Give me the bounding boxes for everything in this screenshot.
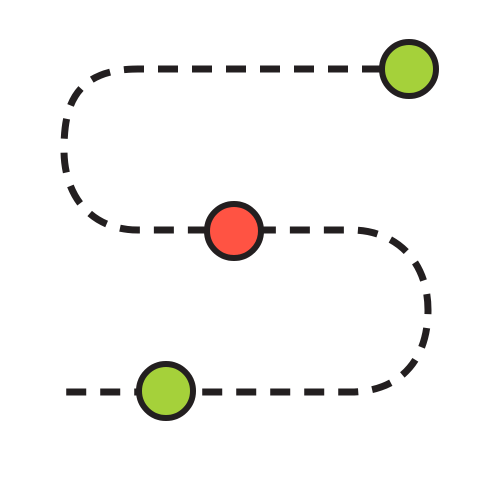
middle-node-red-circle[interactable] [204,201,264,261]
start-node-green-circle[interactable] [136,361,196,421]
end-node-green-circle[interactable] [379,39,439,99]
dashed-route-path [60,65,432,396]
